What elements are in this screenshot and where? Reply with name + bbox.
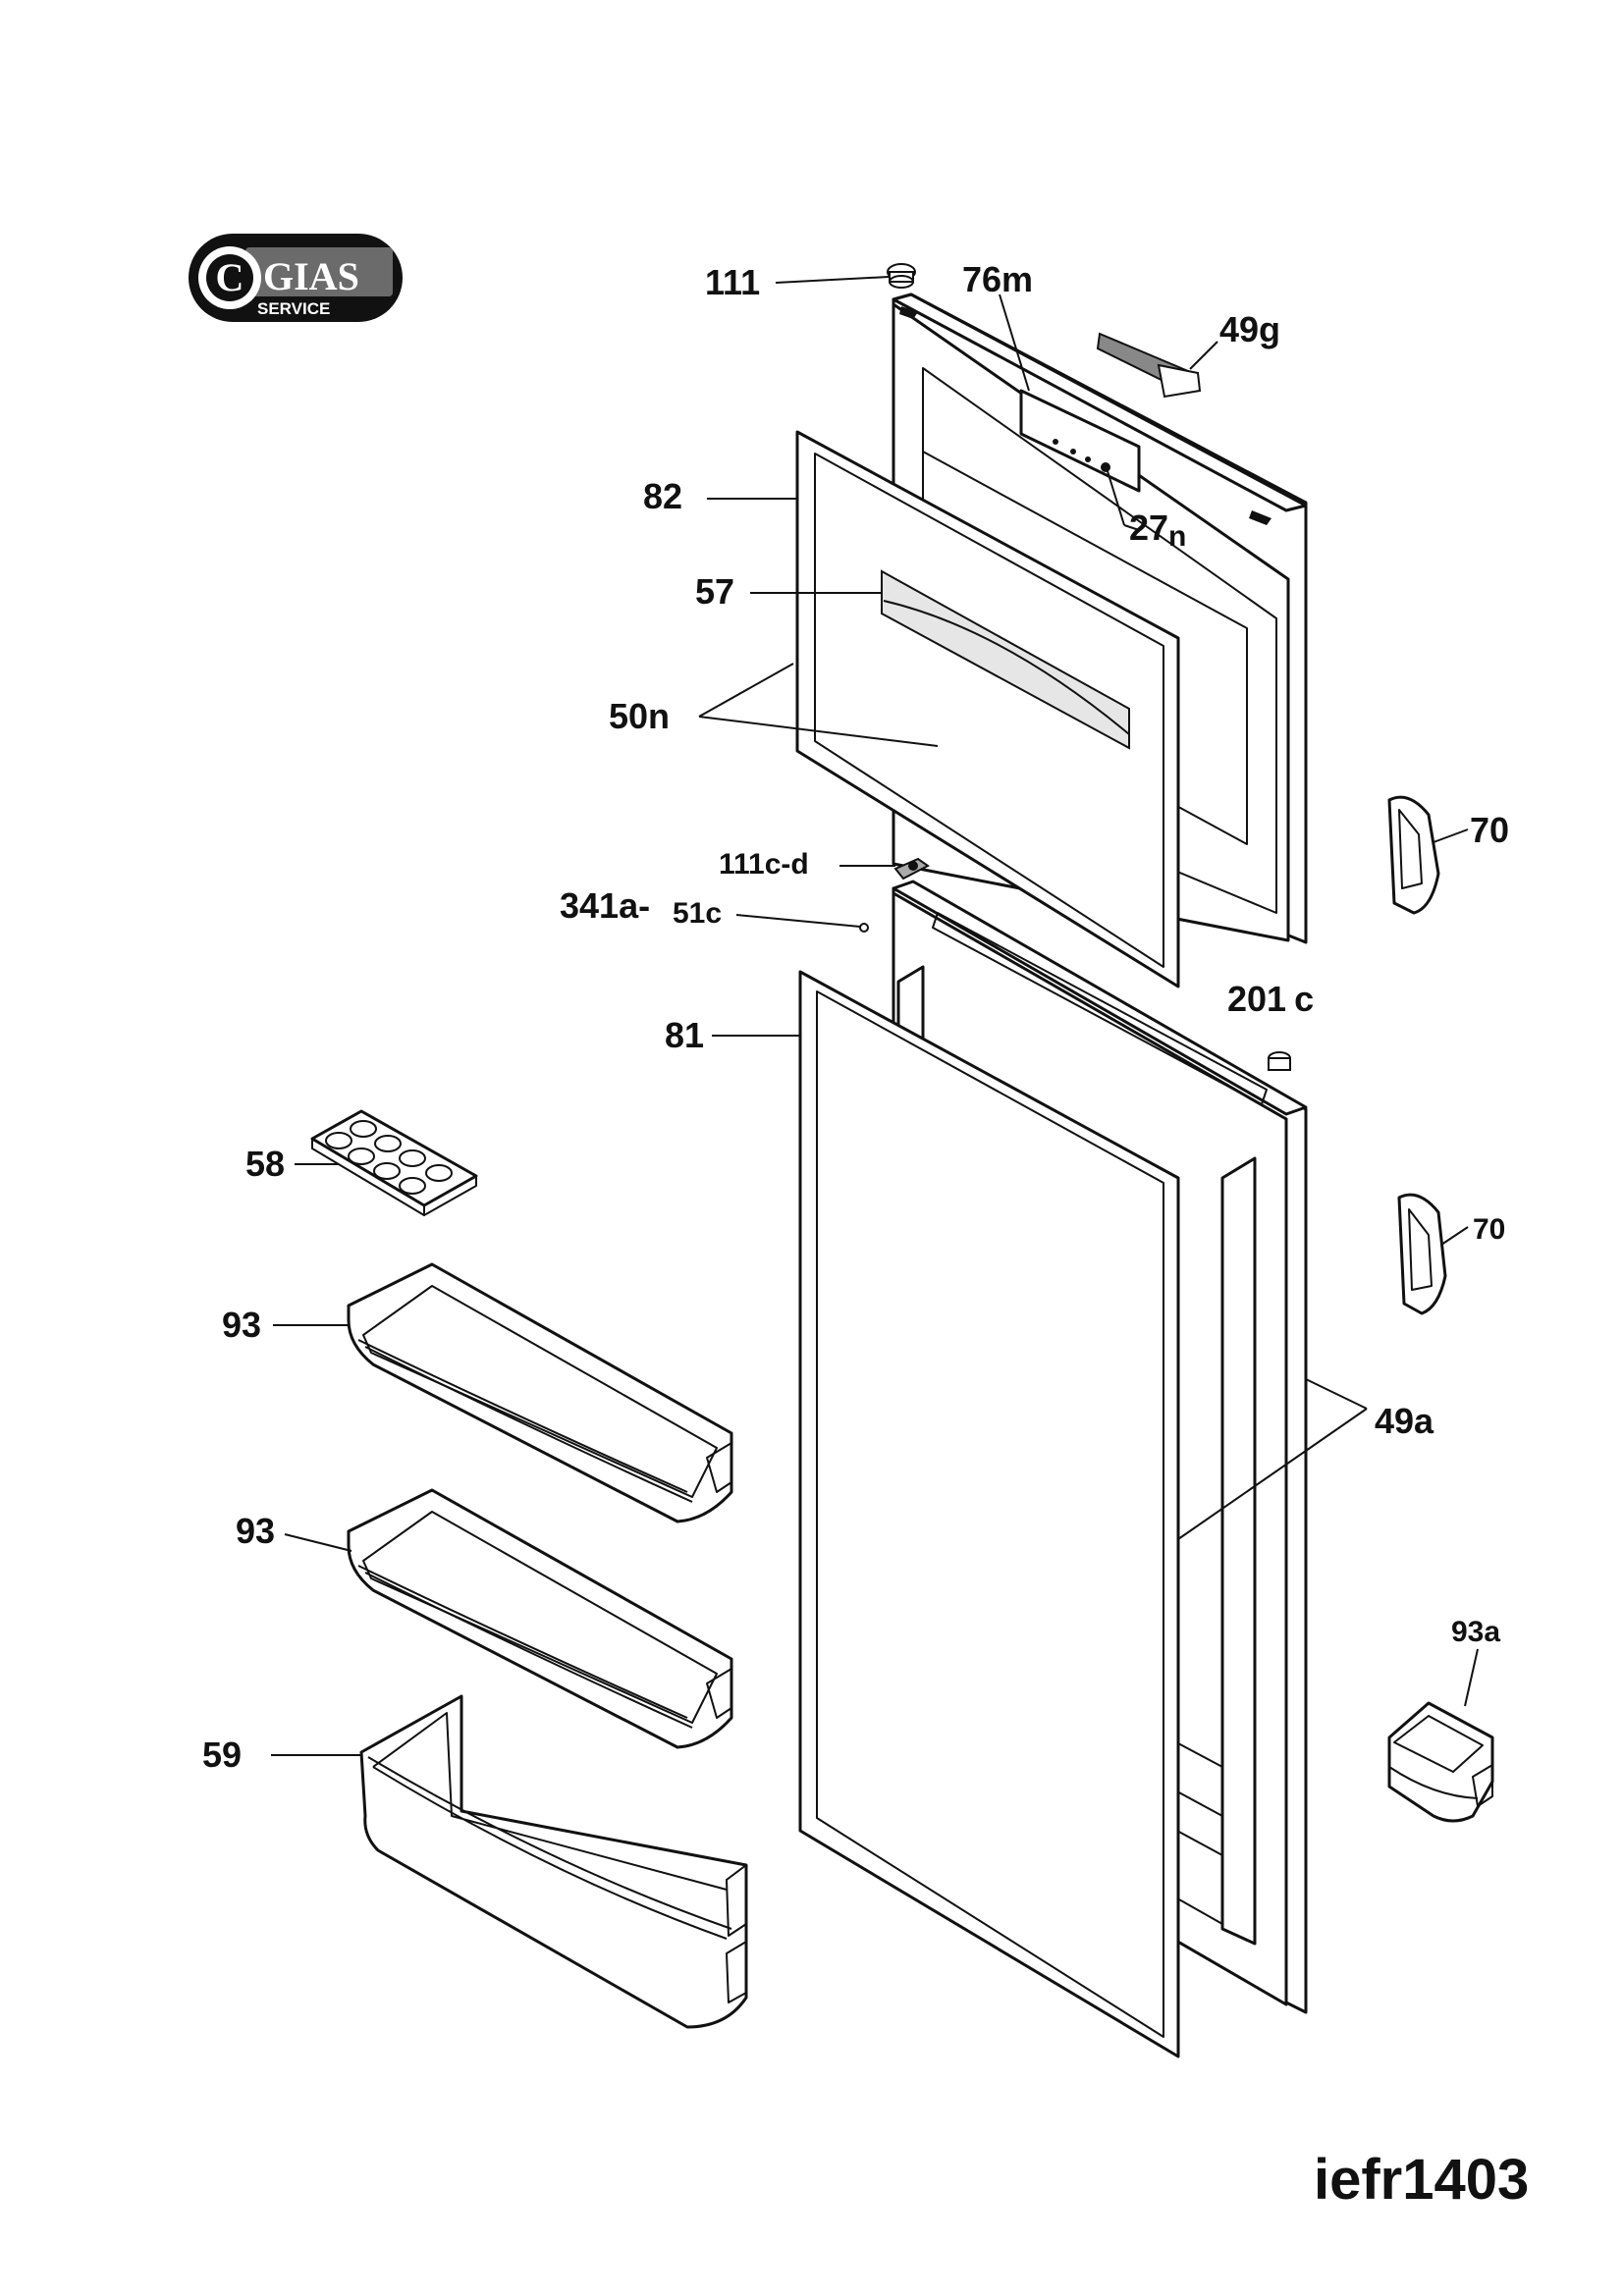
- logo-mark: C: [216, 255, 244, 299]
- handle-70-bottom: [1397, 1193, 1447, 1315]
- label-93a: 93a: [1451, 1616, 1500, 1648]
- drawing-code: iefr1403: [1314, 2148, 1529, 2212]
- label-27n: 27n: [1129, 507, 1186, 553]
- small-bin-93a: [1387, 1701, 1494, 1823]
- label-51c: 51c: [673, 897, 722, 930]
- label-201c-number: 201: [1227, 979, 1286, 1019]
- hinge-111cd: [893, 857, 930, 881]
- label-111: 111: [705, 262, 760, 302]
- logo-subtitle-text: SERVICE: [257, 299, 330, 318]
- label-201c-suffix: c: [1294, 979, 1314, 1019]
- cap-201c: [1268, 1051, 1291, 1071]
- label-59: 59: [202, 1735, 242, 1775]
- label-76m: 76m: [962, 259, 1033, 299]
- gias-service-logo: C GIAS SERVICE: [189, 234, 403, 322]
- logo-brand-text: GIAS: [263, 254, 359, 298]
- door-shelf-93-top: [347, 1262, 733, 1523]
- gasket-82: [795, 430, 1180, 988]
- label-82: 82: [643, 476, 682, 516]
- label-341a: 341a-: [560, 885, 650, 926]
- cap-111: [887, 263, 916, 289]
- label-57: 57: [695, 571, 734, 612]
- label-70-top: 70: [1470, 810, 1509, 850]
- label-81: 81: [665, 1015, 704, 1055]
- handle-49g: [1096, 332, 1202, 399]
- label-49a: 49a: [1375, 1401, 1434, 1441]
- label-111c-d: 111c-d: [719, 848, 809, 881]
- label-27n-number: 27: [1129, 507, 1168, 548]
- gasket-81: [798, 970, 1180, 2058]
- label-27n-suffix: n: [1168, 520, 1186, 553]
- handle-70-top: [1387, 795, 1440, 915]
- bottle-shelf-59: [359, 1694, 748, 2029]
- label-93-top: 93: [222, 1305, 261, 1345]
- label-50n: 50n: [609, 696, 670, 736]
- label-58: 58: [245, 1144, 285, 1184]
- screw-341a-51c: [859, 923, 869, 933]
- label-49g: 49g: [1219, 309, 1280, 349]
- shelf-57: [881, 569, 1130, 750]
- leader-lines: [271, 276, 1479, 1756]
- egg-tray-58: [310, 1109, 478, 1216]
- door-shelf-93-bottom: [347, 1488, 733, 1749]
- part-labels: 111 76m 49g 82 27n 57 50n 70 111c-d 341a…: [202, 259, 1509, 1775]
- label-93-bottom: 93: [236, 1511, 275, 1551]
- label-70-bottom: 70: [1473, 1213, 1505, 1246]
